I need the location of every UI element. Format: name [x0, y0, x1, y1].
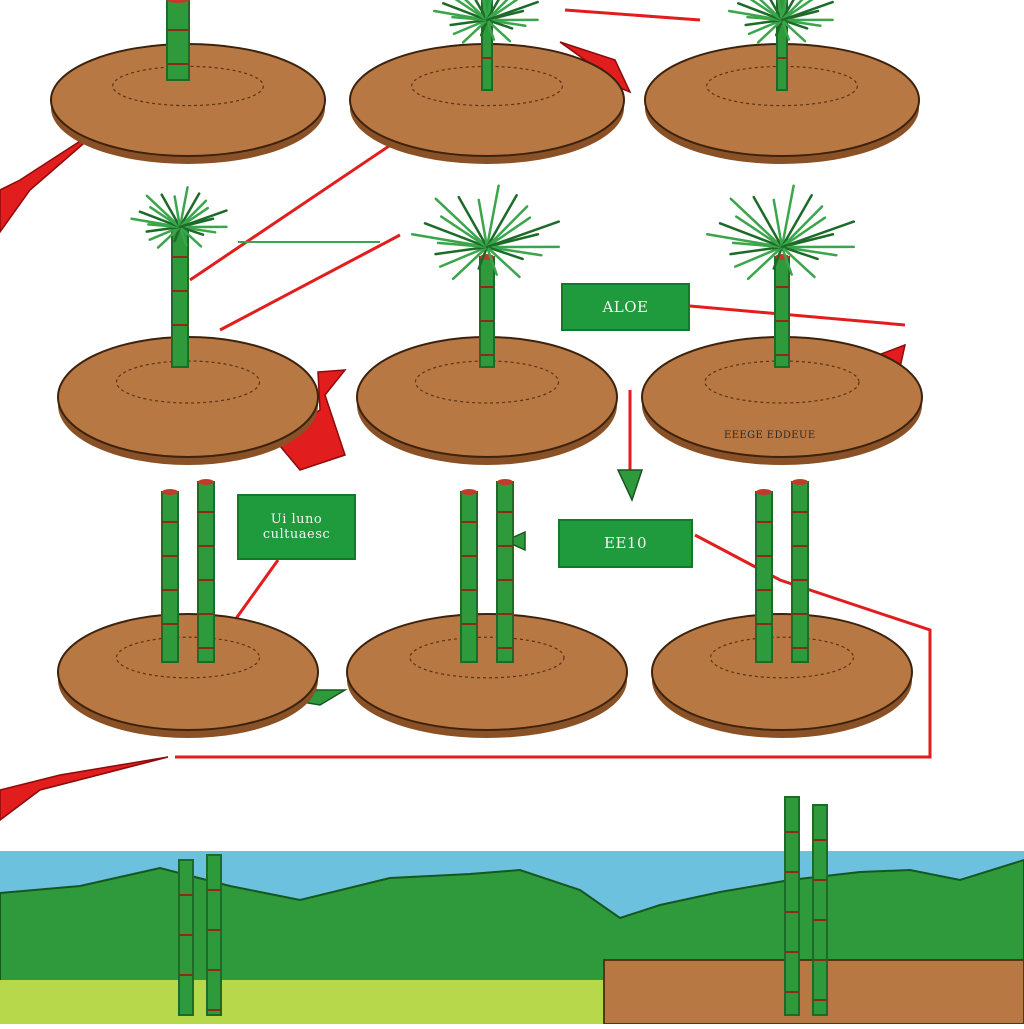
bamboo-stalk-body — [198, 482, 214, 662]
soil-mound-top — [347, 614, 627, 730]
connector-line — [190, 142, 395, 280]
soil-mound — [347, 614, 627, 738]
bamboo-stalk — [756, 489, 772, 662]
bamboo-stalk — [461, 489, 477, 662]
field-bamboo-stalk-body — [207, 855, 221, 1015]
bamboo-stalk-body — [162, 492, 178, 662]
arrowhead — [0, 757, 168, 820]
bamboo-stalk — [198, 479, 214, 662]
arrowhead — [618, 470, 642, 500]
leaf-frond — [782, 222, 854, 247]
stage-label-text: Ui luno — [263, 512, 330, 527]
stage-label-box: ALOE — [561, 283, 690, 331]
bamboo-stalk-body — [167, 0, 189, 80]
field-bamboo-stalk — [179, 860, 193, 1015]
bamboo-stalk — [792, 479, 808, 662]
landscape — [0, 851, 1024, 1024]
soil-mound — [58, 614, 318, 738]
soil-caption: EEEGE EDDEUE — [724, 430, 854, 450]
bamboo-stalk-body — [172, 227, 188, 367]
stage-layer — [51, 0, 922, 738]
bamboo-stump — [167, 0, 189, 80]
field-bamboo-stalk-body — [179, 860, 193, 1015]
bamboo-stalk-cap — [461, 489, 477, 495]
bamboo-trunk — [480, 254, 494, 367]
stage-label-text: EE10 — [604, 536, 647, 551]
connector-line — [235, 560, 278, 620]
field-bamboo-stalk-body — [813, 805, 827, 1015]
bamboo-stalk-body — [756, 492, 772, 662]
field-bamboo-stalk — [207, 855, 221, 1015]
field-bamboo-stalk-body — [785, 797, 799, 1015]
connector-line — [565, 10, 700, 20]
bamboo-trunk — [775, 254, 789, 367]
connector-line — [690, 306, 905, 325]
bamboo-stalk-body — [480, 257, 494, 367]
connector-line — [220, 235, 400, 330]
bamboo-stalk-cap — [497, 479, 513, 485]
stage-label-box: Ui luno cultuaesc — [237, 494, 356, 560]
bamboo-stalk-body — [792, 482, 808, 662]
bamboo-stalk-body — [775, 257, 789, 367]
bamboo-stalk — [162, 489, 178, 662]
stage-label-box: EE10 — [558, 519, 693, 568]
soil-mound — [652, 614, 912, 738]
bamboo-stalk — [497, 479, 513, 662]
bamboo-stalk-body — [461, 492, 477, 662]
bamboo-stalk-cap — [198, 479, 214, 485]
bamboo-stalk-cap — [162, 489, 178, 495]
soil-mound-top — [58, 614, 318, 730]
field-bamboo-stalk — [785, 797, 799, 1015]
field-bamboo-stalk — [813, 805, 827, 1015]
leaf-frond — [487, 222, 559, 247]
soil-mound-top — [652, 614, 912, 730]
bamboo-stalk-cap — [792, 479, 808, 485]
bamboo-stalk-cap — [756, 489, 772, 495]
stage-label-text: ALOE — [602, 300, 648, 315]
stage-label-text: cultuaesc — [263, 527, 330, 542]
bamboo-stalk-body — [497, 482, 513, 662]
